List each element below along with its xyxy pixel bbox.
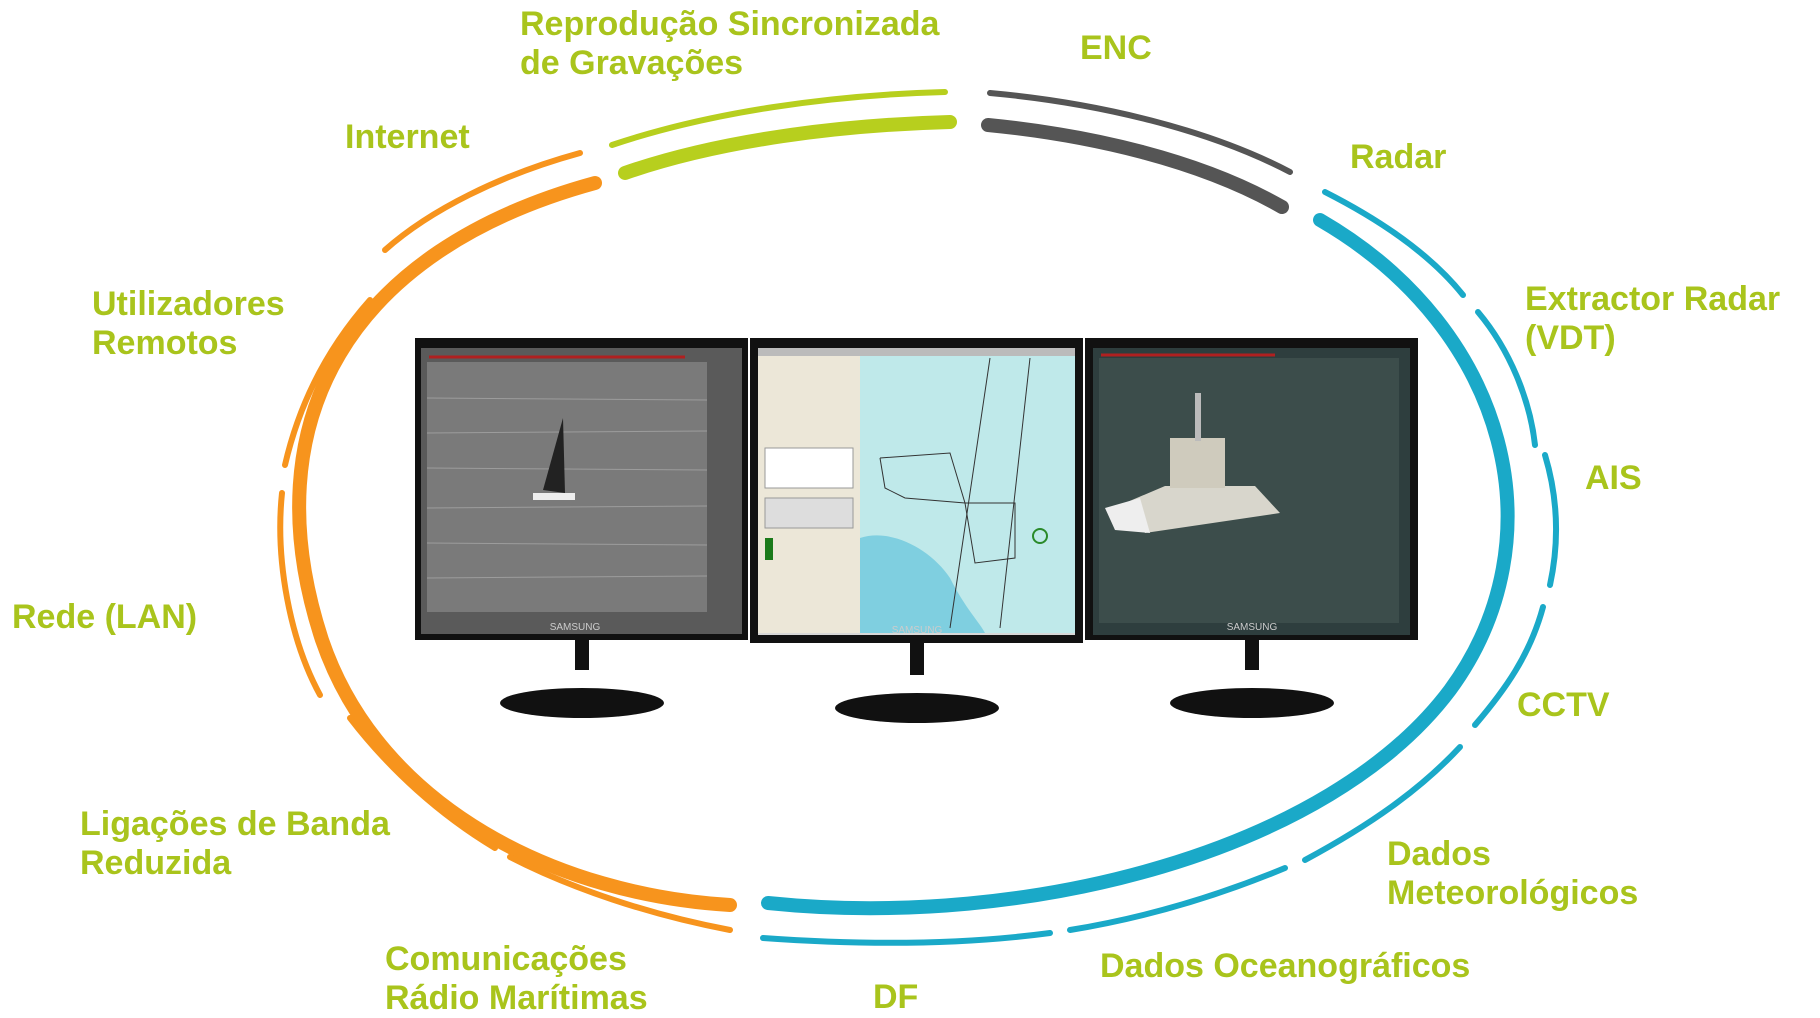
label-meteo: Dados Meteorológicos xyxy=(1387,835,1639,912)
label-rede: Rede (LAN) xyxy=(12,598,198,636)
arc-cyan-thin-3 xyxy=(1542,452,1560,588)
arc-green-thin xyxy=(609,89,948,148)
label-radar: Radar xyxy=(1350,138,1447,176)
arc-cyan-thin-2 xyxy=(1475,309,1538,448)
monitor-left: SAMSUNG xyxy=(415,338,748,718)
arc-cyan-thin-6 xyxy=(1067,865,1288,933)
brand-logo: SAMSUNG xyxy=(550,622,601,633)
arc-orange-thin-4 xyxy=(347,715,498,851)
camera-view-sea xyxy=(427,362,707,612)
monitor-center: SAMSUNG xyxy=(750,338,1083,723)
label-internet: Internet xyxy=(345,118,470,156)
label-ais: AIS xyxy=(1585,459,1642,497)
patrol-boat-icon xyxy=(1105,393,1280,533)
arc-orange-thin-5 xyxy=(507,854,733,933)
arc-cyan-thick xyxy=(761,213,1515,916)
monitor-stand xyxy=(835,693,999,723)
monitor-stand xyxy=(500,688,664,718)
arc-cyan-thin-7 xyxy=(760,930,1053,946)
arc-orange-thin-1 xyxy=(382,150,583,253)
arc-orange-thick xyxy=(292,176,737,912)
arc-orange-thin-2 xyxy=(282,297,373,468)
brand-logo: SAMSUNG xyxy=(1227,622,1278,633)
arc-green-thick xyxy=(618,115,957,180)
arc-gray-thick xyxy=(981,118,1289,214)
label-ligacoes: Ligações de Banda Reduzida xyxy=(80,805,390,882)
arc-gray-thin xyxy=(987,90,1293,175)
label-cctv: CCTV xyxy=(1517,686,1610,724)
label-df: DF xyxy=(873,978,919,1016)
arc-cyan-thin-5 xyxy=(1302,744,1463,863)
label-extractor: Extractor Radar (VDT) xyxy=(1525,280,1781,357)
arc-cyan-thin-1 xyxy=(1322,189,1466,298)
label-oceano: Dados Oceanográficos xyxy=(1100,947,1471,985)
arc-orange-thin-3 xyxy=(277,490,323,698)
brand-logo: SAMSUNG xyxy=(892,625,943,636)
monitor-right: SAMSUNG xyxy=(1085,338,1418,718)
chart-sidebar xyxy=(758,356,860,633)
label-utilizadores: Utilizadores Remotos xyxy=(92,285,285,362)
label-reproducao: Reprodução Sincronizada de Gravações xyxy=(520,5,940,82)
label-enc: ENC xyxy=(1080,29,1152,67)
sailboat-icon xyxy=(533,418,575,500)
arc-cyan-thin-4 xyxy=(1472,604,1546,728)
monitor-stand xyxy=(1170,688,1334,718)
label-comunicacoes: Comunicações Rádio Marítimas xyxy=(385,940,648,1017)
